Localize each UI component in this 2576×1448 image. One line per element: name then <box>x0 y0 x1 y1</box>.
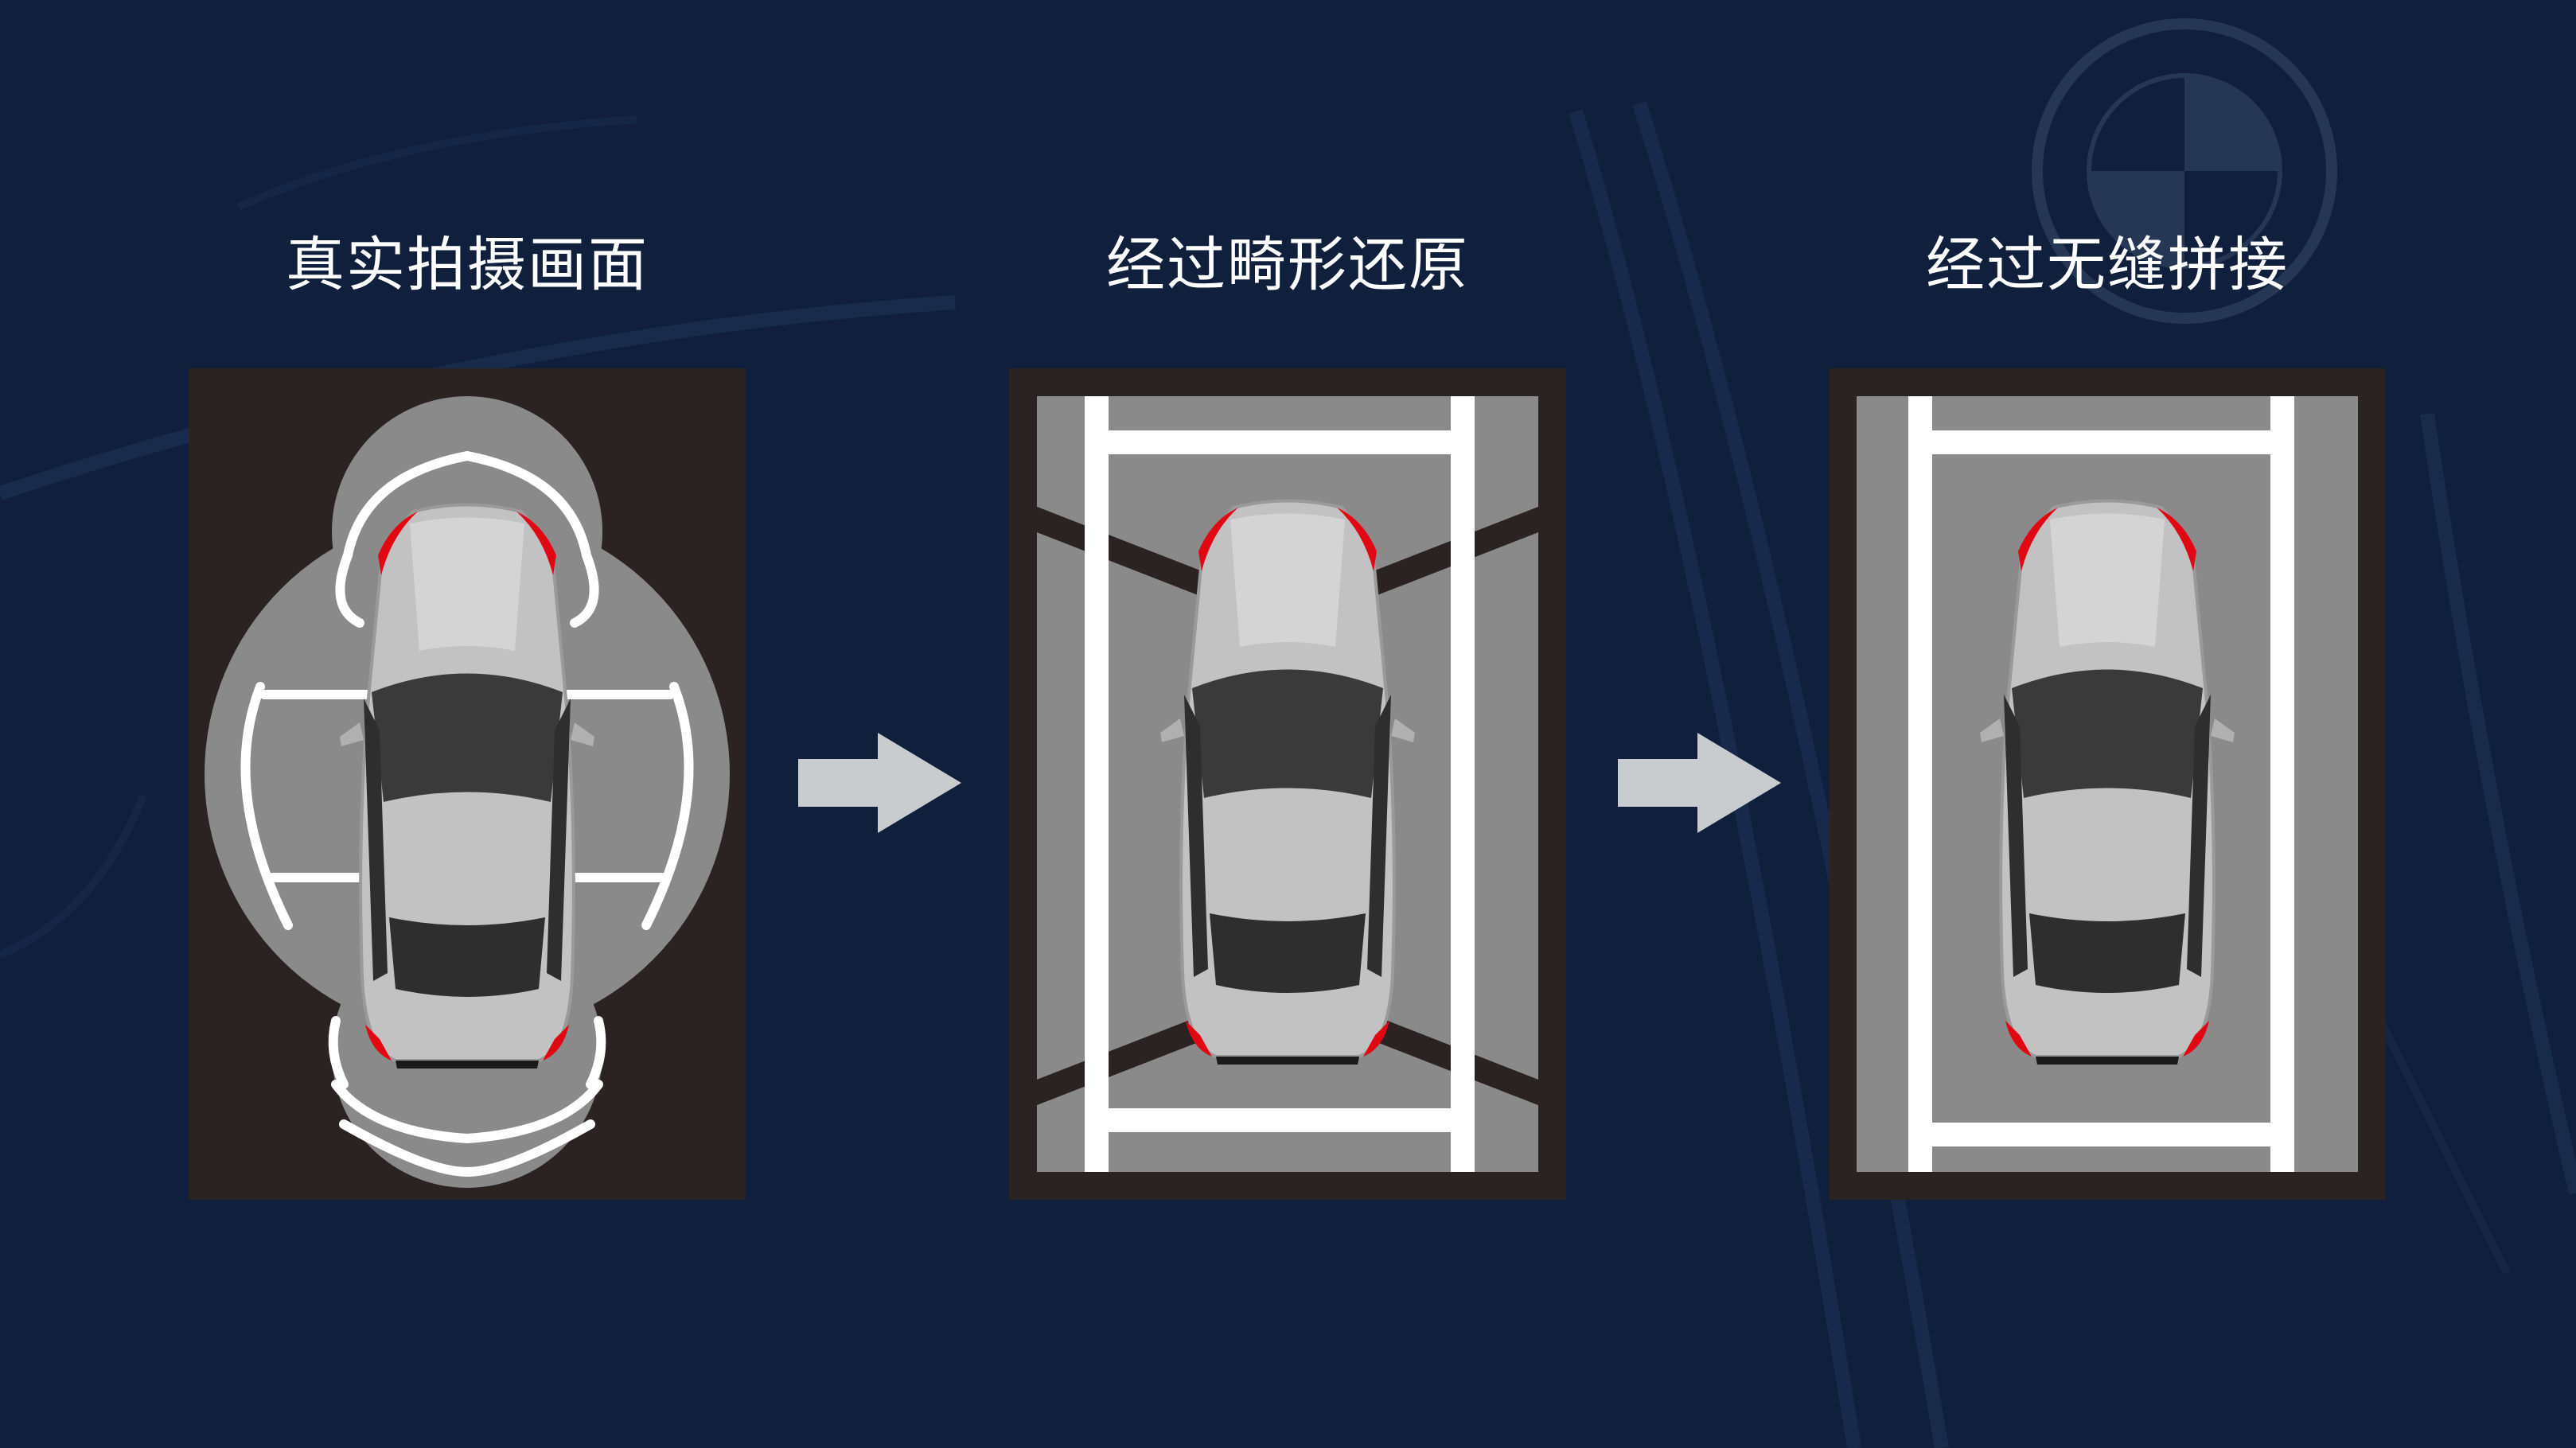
step-2-title: 经过畸形还原 <box>1106 231 1469 299</box>
right-arrow-icon <box>798 733 961 833</box>
distortion-corrected-panel <box>1009 368 1566 1200</box>
step-arrow-1 <box>798 733 961 833</box>
car-top-view-icon <box>1980 499 2235 1065</box>
step-arrow-2 <box>1618 733 1781 833</box>
car-top-view-icon <box>1160 499 1415 1065</box>
stitched-panel <box>1829 368 2386 1200</box>
raw-capture-panel <box>189 368 746 1200</box>
right-arrow-icon <box>1618 733 1781 833</box>
step-3-title: 经过无缝拼接 <box>1926 231 2289 299</box>
car-top-view-icon <box>340 503 594 1068</box>
step-1-title: 真实拍摄画面 <box>286 231 649 299</box>
